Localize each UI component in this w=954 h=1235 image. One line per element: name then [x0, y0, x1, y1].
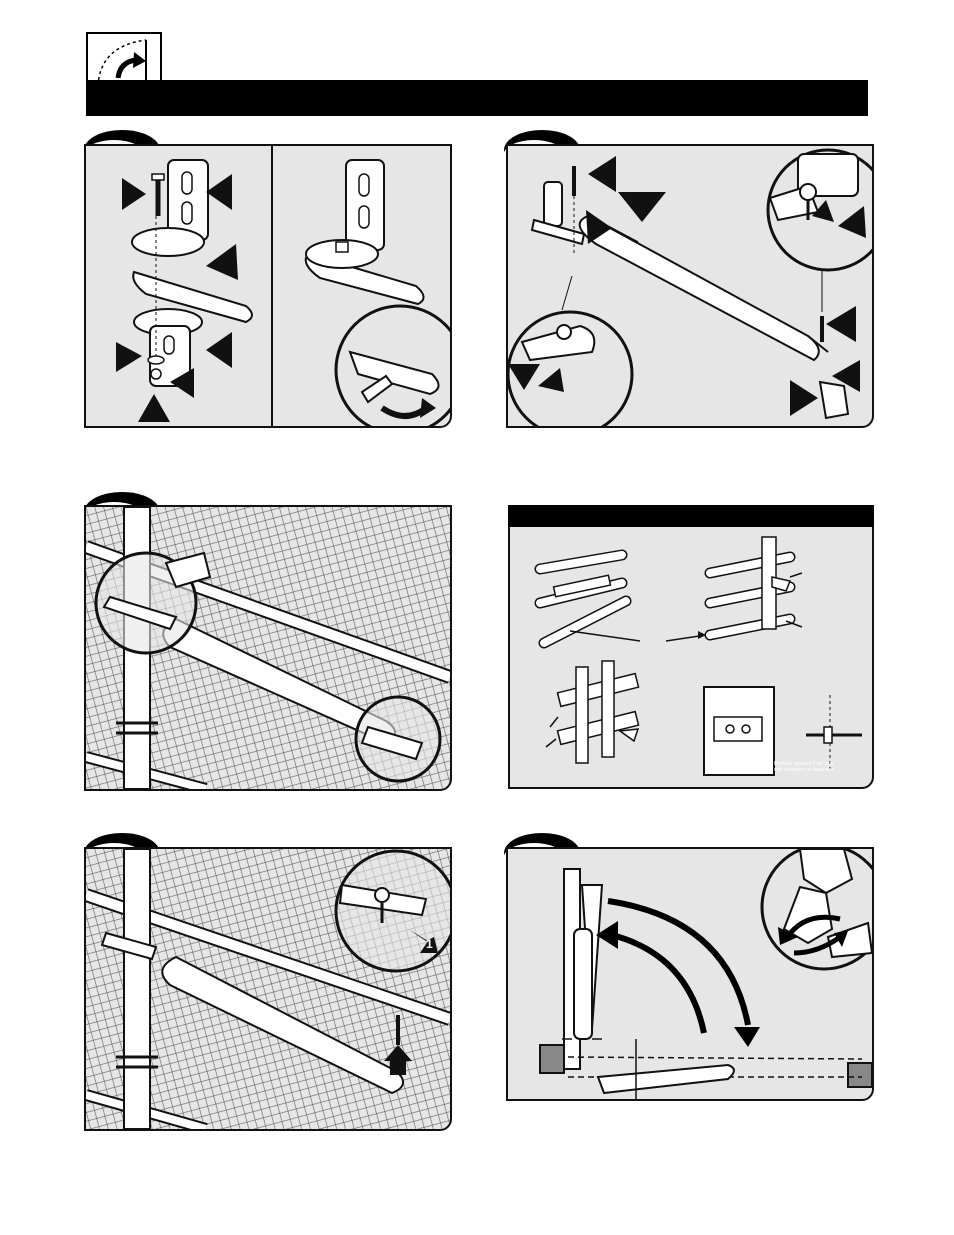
mounting-options-panel: Remove spacers from gate with hardware a…	[508, 527, 874, 789]
step-1-panel	[84, 144, 452, 428]
mounting-options-title	[508, 509, 516, 523]
mounting-caption-line-2: with hardware as illustrated	[774, 767, 835, 773]
step-3-panel	[84, 505, 452, 791]
step-2-panel	[506, 144, 874, 428]
operator-arm-attach-illustration	[508, 146, 872, 426]
mounting-options-header	[508, 505, 874, 527]
step-4-panel: 1	[84, 847, 452, 1131]
section-title	[86, 89, 176, 106]
operator-pin-insert-illustration	[86, 849, 450, 1129]
gate-swing-arc-illustration	[508, 849, 872, 1099]
section-header-bar	[86, 80, 868, 116]
bracket-assembly-illustration	[86, 146, 450, 426]
mounting-caption: Remove spacers from gate with hardware a…	[774, 761, 835, 773]
step-4-callout-number: 1	[426, 937, 433, 951]
step-5-panel	[506, 847, 874, 1101]
mounting-options-illustration	[510, 527, 872, 787]
operator-on-gate-illustration	[86, 507, 450, 789]
